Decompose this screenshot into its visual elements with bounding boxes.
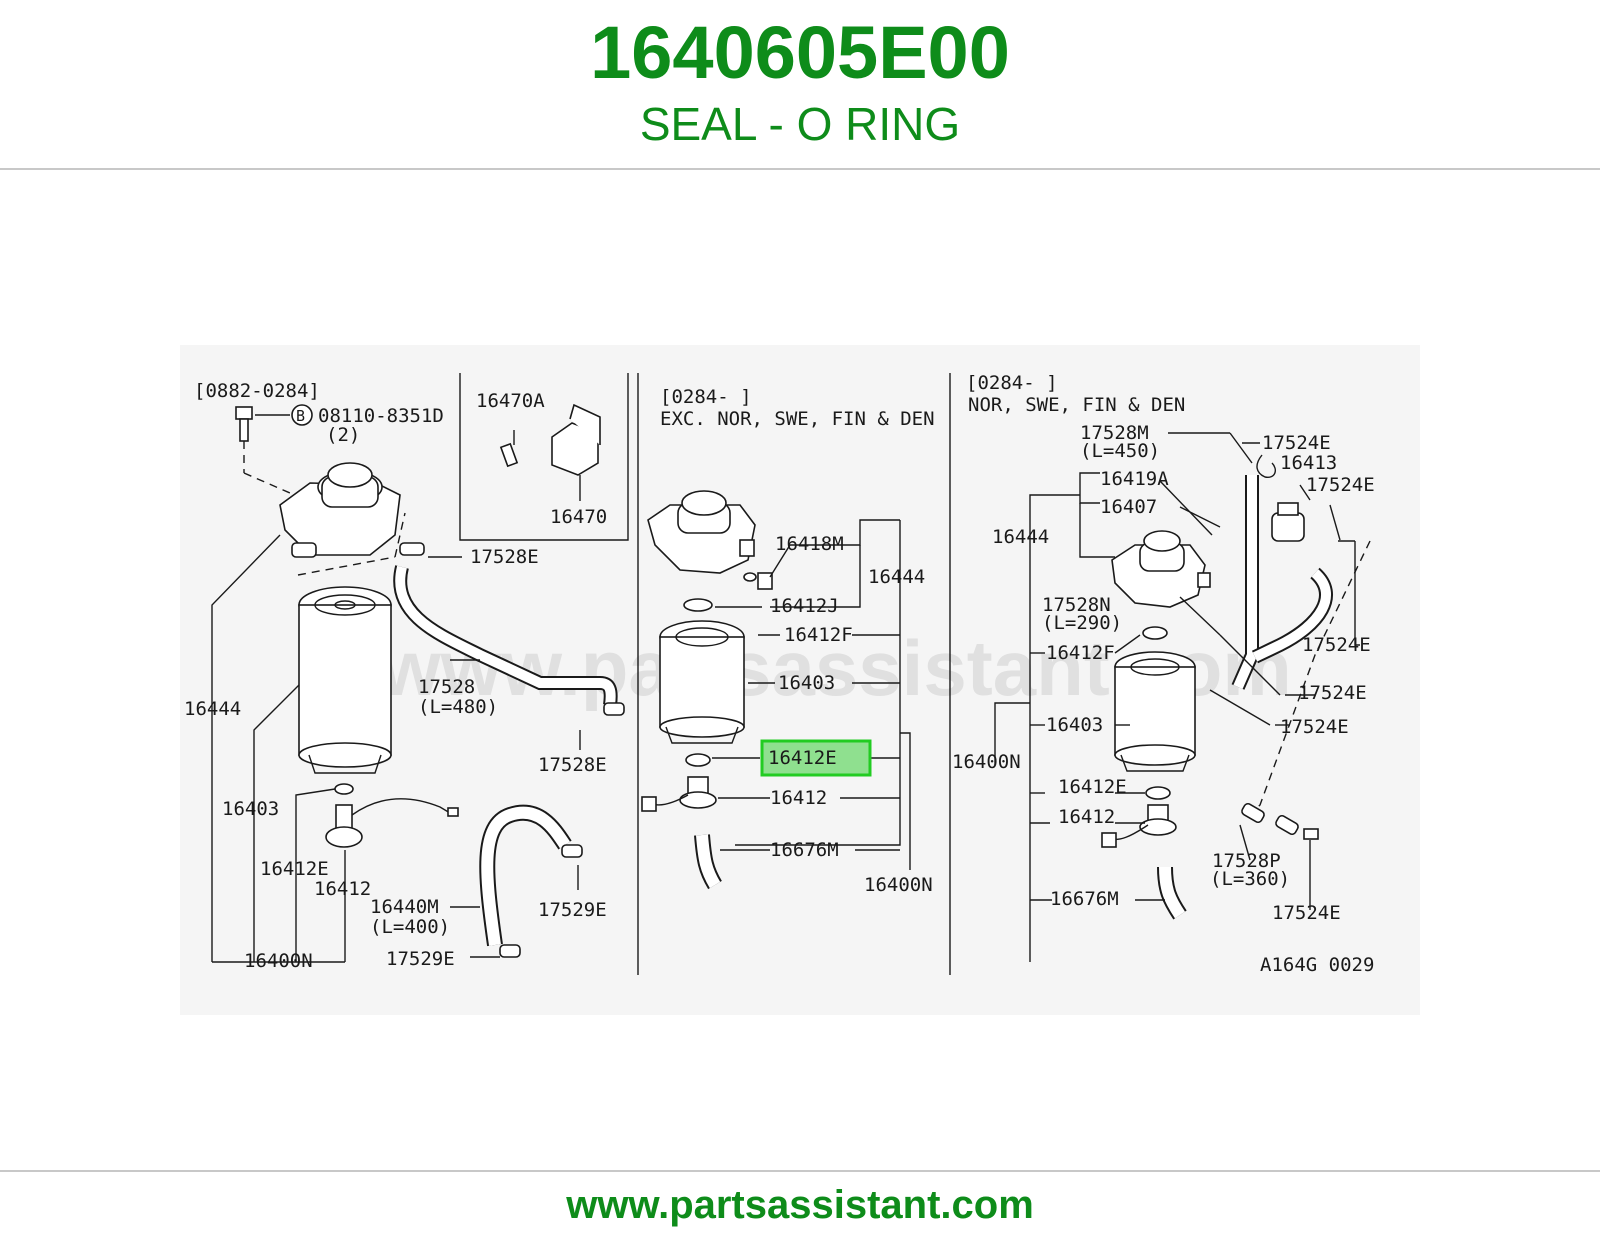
o-ring-16412f-icon	[683, 598, 713, 612]
inset-label-16470: 16470	[550, 506, 607, 528]
right-note-label: NOR, SWE, FIN & DEN	[968, 394, 1185, 416]
o-ring-16412e-icon	[685, 753, 711, 767]
right-label-17528n: 17528N	[1042, 594, 1111, 616]
panel-middle: [0284- ] EXC. NOR, SWE, FIN & DEN	[641, 386, 935, 896]
water-sensor-icon	[641, 776, 717, 812]
middle-label-16418m: 16418M	[775, 533, 844, 555]
diagram-ref-code: A164G 0029	[1260, 954, 1374, 976]
left-range-label: [0882-0284]	[194, 380, 320, 402]
right-label-16419a: 16419A	[1100, 468, 1169, 490]
right-label-17524e-a: 17524E	[1262, 432, 1331, 454]
page-header: 1640605E00 SEAL - O RING	[0, 0, 1600, 170]
part-name-subtitle: SEAL - O RING	[639, 98, 961, 150]
bolt-qty-label: (2)	[326, 424, 360, 446]
left-label-17529e-b: 17529E	[386, 948, 455, 970]
bolt-symbol: B	[296, 407, 305, 425]
highlight-box[interactable]	[760, 739, 872, 777]
panel-left: [0882-0284] B 08110-8351D (2)	[184, 380, 625, 972]
panel-right: [0284- ] NOR, SWE, FIN & DEN	[952, 372, 1375, 962]
bolt-symbol-circle	[291, 404, 313, 426]
filter-head-icon	[279, 462, 401, 558]
fuel-filter-icon	[1114, 651, 1196, 772]
right-label-17524e-d: 17524E	[1298, 682, 1367, 704]
relay-bracket-icon	[551, 403, 601, 476]
left-label-16412: 16412	[314, 878, 371, 900]
footer-url-link[interactable]: www.partsassistant.com	[566, 1183, 1034, 1227]
left-label-16440m-len: (L=400)	[370, 916, 450, 938]
left-label-16412e: 16412E	[260, 858, 329, 880]
middle-label-16412j: 16412J	[770, 595, 839, 617]
water-sensor-icon	[1101, 804, 1177, 848]
right-label-17524e-f: 17524E	[1272, 902, 1341, 924]
right-label-17524e-e: 17524E	[1280, 716, 1349, 738]
hose-17528p-icon	[1241, 802, 1265, 824]
middle-label-16412e[interactable]: 16412E	[768, 747, 837, 769]
o-ring-16412f-icon	[1142, 626, 1168, 640]
middle-range-label: [0284- ]	[660, 386, 752, 408]
right-label-17528p-len: (L=360)	[1210, 868, 1290, 890]
middle-label-16403: 16403	[778, 672, 835, 694]
right-label-17528n-len: (L=290)	[1042, 612, 1122, 634]
right-label-16444: 16444	[992, 526, 1049, 548]
parts-diagram: www.partsassistant.com [0882-0284] B 081…	[180, 345, 1420, 1015]
panel-inset: 16470A 16470	[459, 373, 629, 541]
right-label-17528p: 17528P	[1212, 850, 1281, 872]
fuel-hose-17528-icon	[393, 542, 625, 716]
inset-label-16470a: 16470A	[476, 390, 545, 412]
water-sensor-icon	[325, 798, 459, 848]
right-label-16400n: 16400N	[952, 751, 1021, 773]
fuel-hose-16440m-icon	[479, 804, 583, 958]
middle-label-16400n: 16400N	[864, 874, 933, 896]
right-label-16407: 16407	[1100, 496, 1157, 518]
right-label-16412f: 16412F	[1046, 642, 1115, 664]
left-label-17528e-a: 17528E	[470, 546, 539, 568]
part-number-title: 1640605E00	[590, 11, 1010, 94]
right-label-16403: 16403	[1046, 714, 1103, 736]
bolt-icon	[235, 406, 253, 442]
o-ring-icon	[334, 783, 354, 795]
header-divider	[0, 168, 1600, 170]
filter-head-icon	[1111, 530, 1211, 608]
bracket-bolt-icon	[499, 430, 519, 468]
right-label-17528m-len: (L=450)	[1080, 440, 1160, 462]
middle-note-label: EXC. NOR, SWE, FIN & DEN	[660, 408, 935, 430]
right-label-17528m: 17528M	[1080, 422, 1149, 444]
filter-head-icon	[647, 490, 756, 574]
parts-diagram-svg: www.partsassistant.com [0882-0284] B 081…	[184, 372, 1375, 976]
left-label-17528e-b: 17528E	[538, 754, 607, 776]
footer-divider	[0, 1170, 1600, 1172]
right-range-label: [0284- ]	[966, 372, 1058, 394]
left-label-17528: 17528	[418, 676, 475, 698]
priming-pump-icon	[743, 572, 773, 590]
right-label-16413: 16413	[1280, 452, 1337, 474]
right-label-16676m: 16676M	[1050, 888, 1119, 910]
right-label-17524e-c: 17524E	[1302, 634, 1371, 656]
left-label-17528-len: (L=480)	[418, 696, 498, 718]
left-label-17529e-a: 17529E	[538, 899, 607, 921]
middle-label-16676m: 16676M	[770, 839, 839, 861]
middle-label-16444: 16444	[868, 566, 925, 588]
bolt-part-label: 08110-8351D	[318, 405, 444, 427]
o-ring-16412e-icon	[1145, 786, 1171, 800]
middle-label-16412f: 16412F	[784, 624, 853, 646]
right-label-16412e: 16412E	[1058, 776, 1127, 798]
right-label-16412: 16412	[1058, 806, 1115, 828]
fuel-filter-icon	[659, 620, 745, 744]
fuel-heater-icon	[1271, 502, 1305, 542]
left-label-16403: 16403	[222, 798, 279, 820]
left-label-16440m: 16440M	[370, 896, 439, 918]
left-label-16400n: 16400N	[244, 950, 313, 972]
fuel-filter-icon	[298, 586, 392, 774]
left-label-16444: 16444	[184, 698, 241, 720]
right-label-17524e-b: 17524E	[1306, 474, 1375, 496]
middle-label-16412: 16412	[770, 787, 827, 809]
